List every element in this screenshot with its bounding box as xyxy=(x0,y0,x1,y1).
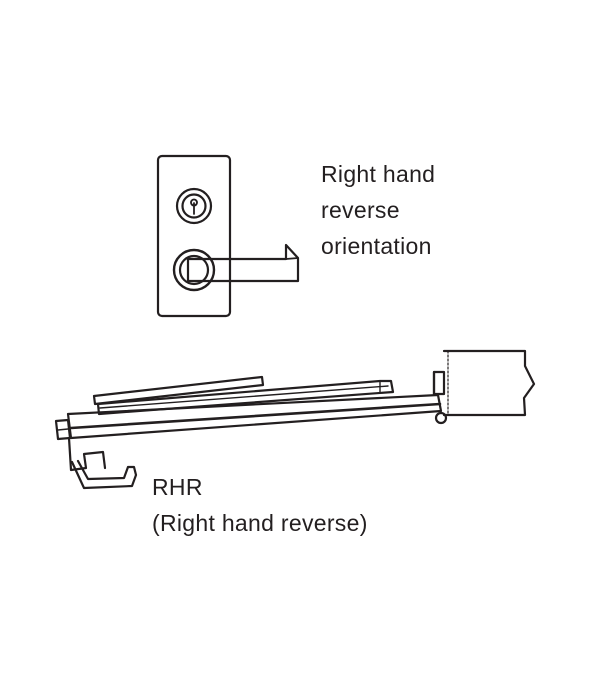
lever-trim-illustration xyxy=(156,154,300,318)
lever-handle xyxy=(186,243,300,283)
handing-caption: RHR (Right hand reverse) xyxy=(152,469,368,541)
wall-jamb xyxy=(432,349,536,417)
door-plan-illustration xyxy=(54,349,536,490)
handing-code: RHR xyxy=(152,474,203,500)
escutcheon-plate xyxy=(156,154,232,318)
hinge-pin xyxy=(434,411,448,425)
lever-rose xyxy=(172,248,216,292)
door-lever-projection xyxy=(67,436,138,490)
handing-description: (Right hand reverse) xyxy=(152,510,368,536)
orientation-caption-line-3: orientation xyxy=(321,233,432,259)
orientation-caption-line-2: reverse xyxy=(321,197,400,223)
exit-device xyxy=(92,375,395,416)
key-cylinder-icon xyxy=(175,187,213,225)
orientation-caption-line-1: Right hand xyxy=(321,161,436,187)
orientation-caption: Right hand reverse orientation xyxy=(321,156,521,264)
